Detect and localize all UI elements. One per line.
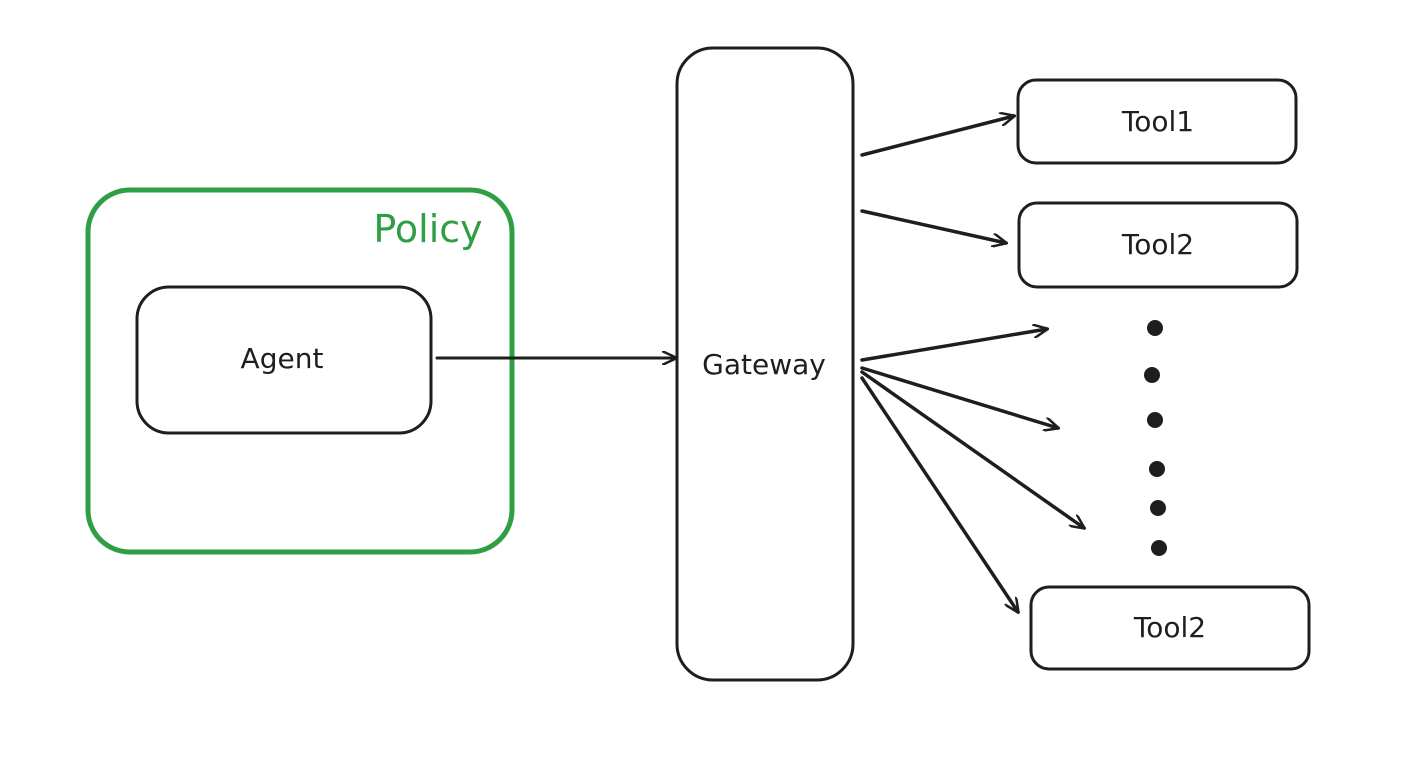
ellipsis-dot: [1150, 500, 1166, 516]
ellipsis-dots: [1144, 320, 1167, 556]
arrow-gateway-to-tool-b: [860, 366, 1058, 428]
policy-box: Policy: [85, 187, 515, 555]
tool-node-2: Tool2: [1017, 201, 1299, 289]
ellipsis-dot: [1147, 412, 1163, 428]
tool-node-1: Tool1: [1016, 78, 1298, 165]
arrow-gateway-to-tool-last: [860, 376, 1018, 612]
policy-label: Policy: [373, 207, 482, 251]
tool-node-3: Tool2: [1029, 585, 1311, 671]
ellipsis-dot: [1151, 540, 1167, 556]
arrow-gateway-to-tool-a: [860, 329, 1047, 362]
tool-3-label: Tool2: [1133, 611, 1206, 644]
ellipsis-dot: [1147, 320, 1163, 336]
agent-label: Agent: [241, 342, 324, 375]
ellipsis-dot: [1144, 367, 1160, 383]
arrow-gateway-to-tool1: [860, 116, 1014, 157]
ellipsis-dot: [1149, 461, 1165, 477]
gateway-node: Gateway: [675, 46, 855, 682]
arrow-gateway-to-tool-c: [860, 370, 1084, 528]
tool-2-label: Tool2: [1121, 228, 1194, 261]
gateway-label: Gateway: [702, 348, 826, 381]
tool-1-label: Tool1: [1121, 105, 1194, 138]
arrow-gateway-to-tool2: [860, 209, 1006, 243]
agent-node: Agent: [135, 285, 433, 435]
